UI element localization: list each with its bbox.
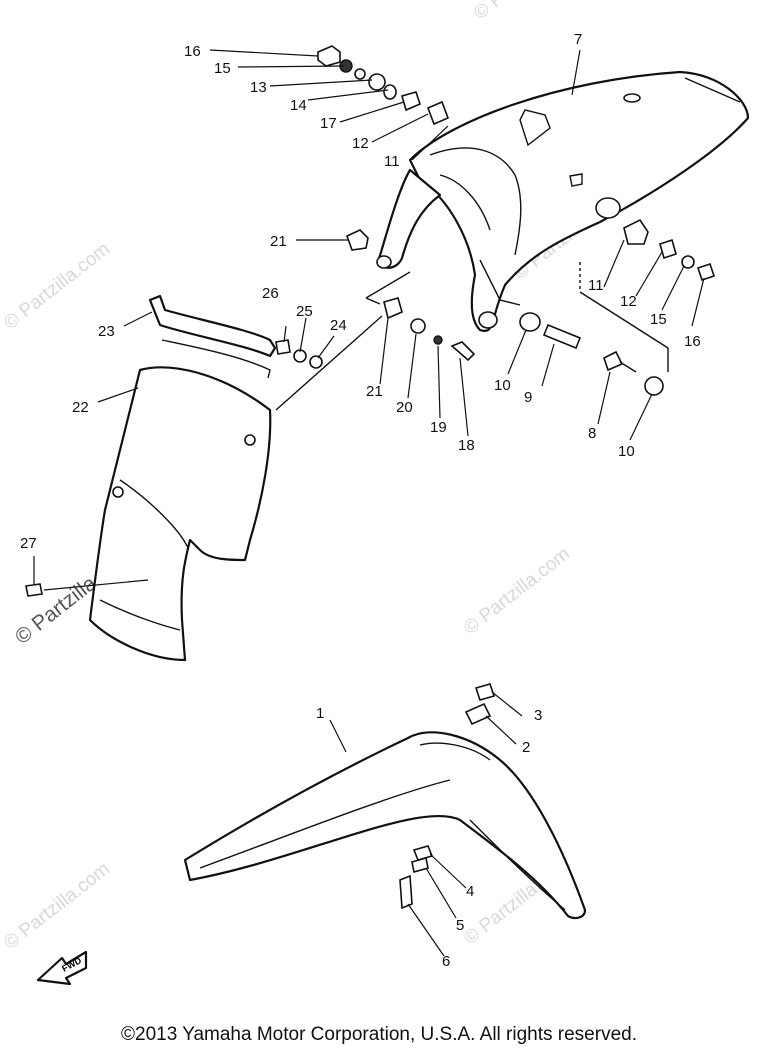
callout-11-right: 11 [588,277,604,294]
fender-mount-boss-icon [595,197,621,219]
washer-icon [681,255,695,269]
callout-8: 8 [588,425,596,442]
bolt-icon [542,323,582,350]
callout-21: 21 [270,233,287,250]
copyright-notice: ©2013 Yamaha Motor Corporation, U.S.A. A… [121,1024,637,1045]
rear-fender [376,70,750,333]
watermark: © Partzilla.com [470,0,584,24]
fwd-arrow: FWD [36,950,88,986]
rear-flap-assembly [25,294,323,662]
callout-17: 17 [320,115,337,132]
washer-icon [354,68,366,80]
callout-6: 6 [442,953,450,970]
callout-16: 16 [184,43,201,60]
bracket-icon [464,702,492,726]
clip-icon [25,583,43,597]
collar-icon [383,84,397,100]
callout-27: 27 [20,535,37,552]
callout-11: 11 [384,153,400,170]
grommet-icon [346,229,369,251]
callout-9: 9 [524,389,532,406]
washer-icon [433,335,443,345]
watermark: © Partzilla.com [0,239,114,334]
bolt-icon [450,341,476,362]
callout-25: 25 [296,303,313,320]
callout-2: 2 [522,739,530,756]
callout-13: 13 [250,79,267,96]
flap-bracket [148,294,277,358]
callout-26: 26 [262,285,279,302]
washer-icon [368,73,386,91]
washer-icon [309,355,323,369]
rear-flap [88,366,272,662]
callout-3: 3 [534,707,542,724]
top-hardware-stack [317,45,450,251]
nut-icon [474,683,496,701]
callout-21-lower: 21 [366,383,383,400]
bolt-head-icon [603,350,624,372]
washer-icon [411,856,429,874]
screw-icon [275,339,291,355]
middle-hardware-stack [383,297,476,362]
callout-20: 20 [396,399,413,416]
spacer-icon [659,238,677,260]
bolt-icon [399,874,413,910]
callout-16-right: 16 [684,333,701,350]
callout-numbers: 16 15 13 14 17 12 11 7 21 11 12 15 16 10… [20,31,701,970]
fender-hole-icon [623,93,641,103]
callout-19: 19 [430,419,447,436]
callout-10: 10 [494,377,511,394]
fwd-arrow-icon [36,950,88,986]
nut-icon [696,262,716,282]
grommet-icon [426,100,450,126]
callout-10-right: 10 [618,443,635,460]
right-hardware-stack [519,218,716,396]
callout-24: 24 [330,317,347,334]
callout-18: 18 [458,437,475,454]
callout-15: 15 [214,60,231,77]
callout-12-right: 12 [620,293,637,310]
bracket-icon [412,845,434,861]
callout-23: 23 [98,323,115,340]
callout-7: 7 [574,31,582,48]
spacer-icon [401,91,421,112]
callout-4: 4 [466,883,474,900]
washer-icon [644,376,664,396]
grommet-icon [623,218,649,245]
collar-icon [410,318,426,334]
nut-icon [317,45,341,67]
callout-14: 14 [290,97,307,114]
watermark: © Partzilla.com [0,859,114,954]
callout-12: 12 [352,135,369,152]
callout-1: 1 [316,705,324,722]
leader-lines [33,49,705,957]
watermark: © Partzilla.com [460,544,574,639]
washer-icon [519,312,541,332]
callout-15-right: 15 [650,311,667,328]
callout-22: 22 [72,399,89,416]
callout-5: 5 [456,917,464,934]
grommet-icon [383,297,403,320]
